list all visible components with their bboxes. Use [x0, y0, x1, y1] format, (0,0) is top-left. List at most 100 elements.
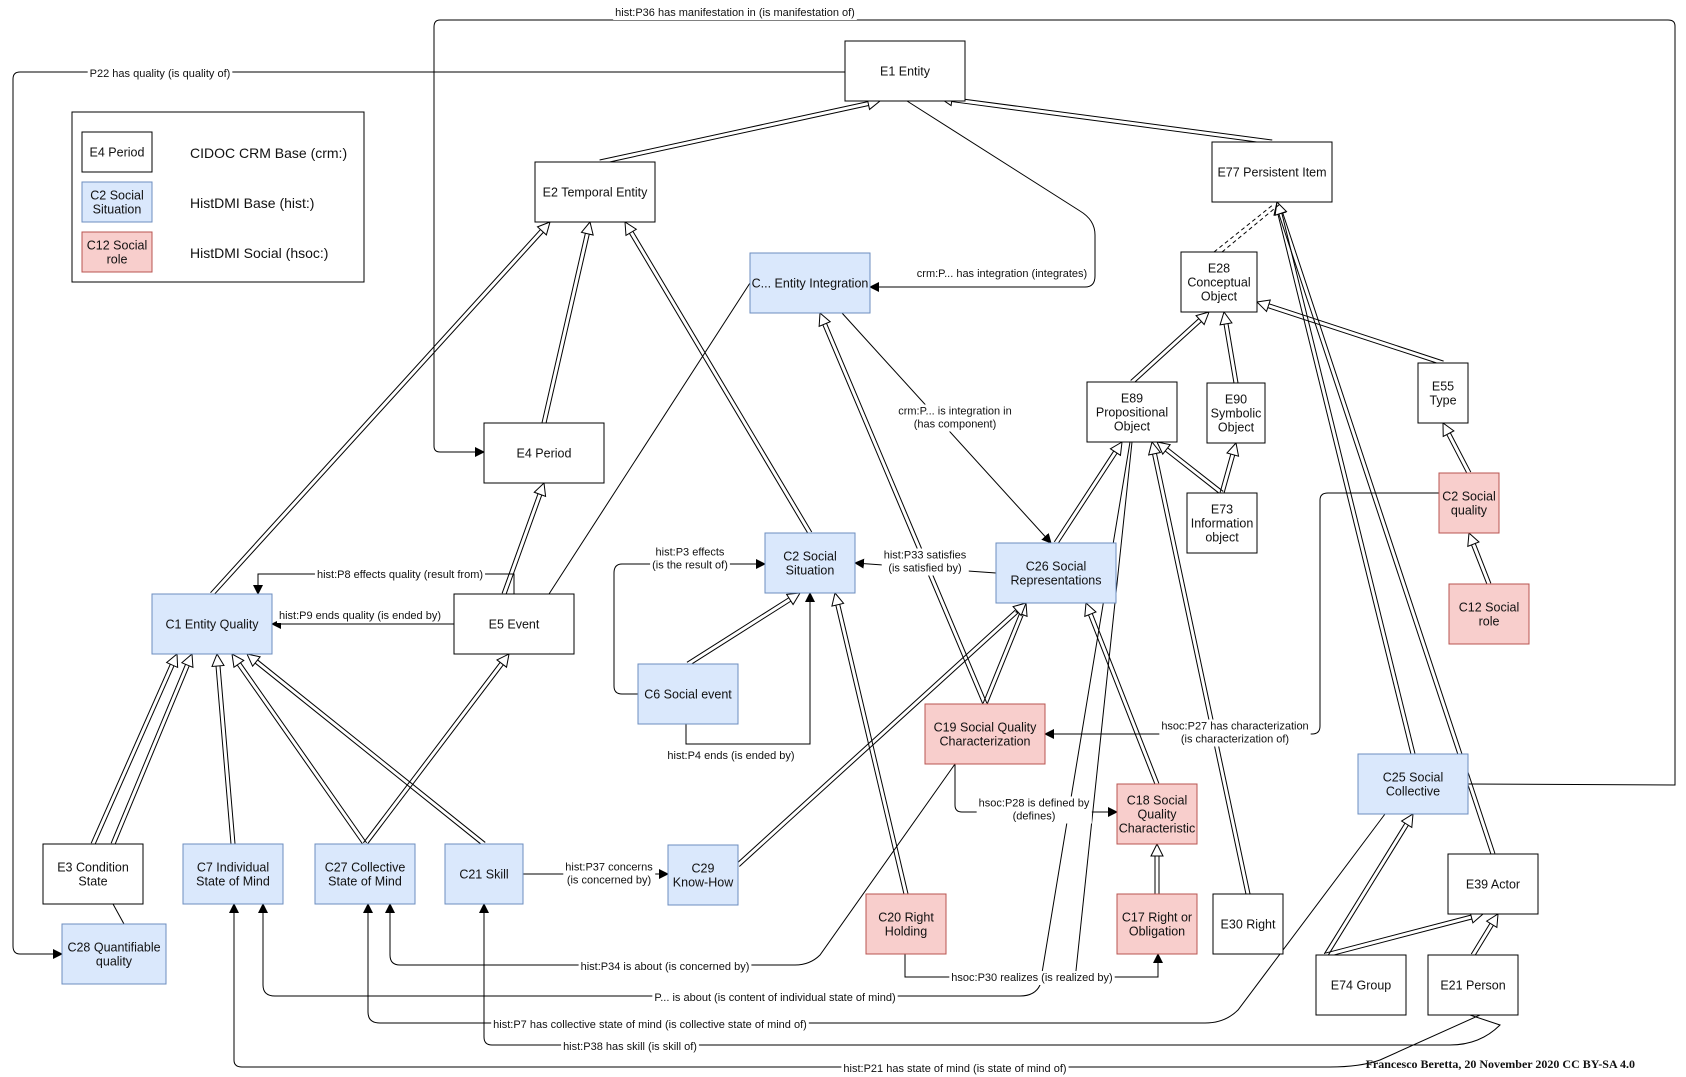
- node-label: E77 Persistent Item: [1217, 166, 1326, 180]
- inheritance-C18: [1086, 603, 1160, 785]
- relation-P28: [954, 764, 1118, 817]
- legend-label: HistDMI Social (hsoc:): [190, 245, 328, 261]
- node-E39[interactable]: E39 Actor: [1447, 853, 1539, 915]
- edge-label-P28: hsoc:P28 is defined by(defines): [979, 798, 1090, 823]
- edge-label-background: [314, 568, 486, 582]
- legend-box-text: E4 Period: [90, 146, 145, 160]
- node-C6[interactable]: C6 Social event: [637, 663, 739, 725]
- edge-label-P30: hsoc:P30 realizes (is realized by): [951, 972, 1112, 984]
- inheritance-E21: [1470, 914, 1498, 957]
- relation-Pint: [869, 100, 1096, 292]
- relation-P22: [12, 71, 845, 959]
- edge-label-background: [87, 67, 233, 81]
- node-E1[interactable]: E1 Entity: [844, 40, 966, 102]
- credit-text: Francesco Beretta, 20 November 2020 CC B…: [1366, 1057, 1635, 1071]
- node-E74[interactable]: E74 Group: [1315, 954, 1407, 1016]
- inheritance-C27b: [363, 654, 509, 846]
- inheritance-C2sq: [1443, 423, 1472, 475]
- node-C21[interactable]: C21 Skill: [444, 843, 524, 905]
- relation-P36: [433, 19, 1676, 786]
- node-label: C6 Social event: [644, 688, 732, 702]
- node-label: C1 Entity Quality: [165, 618, 259, 632]
- edge-label-P3: hist:P3 effects(is the result of): [652, 547, 728, 572]
- node-E2[interactable]: E2 Temporal Entity: [534, 161, 656, 223]
- inheritance-C12: [1469, 533, 1492, 585]
- node-label: E1 Entity: [880, 65, 931, 79]
- dashed-link-E28-E77: [1213, 203, 1281, 253]
- inheritance-E5: [501, 483, 544, 595]
- inheritance-E73b: [1219, 443, 1236, 494]
- node-label: C... Entity Integration: [752, 277, 869, 291]
- edge-label-P8: hist:P8 effects quality (result from): [317, 569, 483, 581]
- edge-label-background: [665, 749, 797, 763]
- node-E77[interactable]: E77 Persistent Item: [1211, 141, 1333, 203]
- relation-P3: [613, 559, 766, 695]
- edge-label-background: [561, 1040, 699, 1054]
- node-E4[interactable]: E4 Period: [483, 422, 605, 484]
- node-CEI[interactable]: C... Entity Integration: [749, 252, 871, 314]
- inheritance-E89: [1130, 312, 1209, 384]
- node-label: E30 Right: [1221, 918, 1276, 932]
- inheritance-C25: [1277, 202, 1416, 755]
- inheritance-E4: [541, 222, 590, 424]
- edge-label-Pint: crm:P... has integration (integrates): [917, 268, 1087, 280]
- inheritance-C1: [210, 222, 550, 596]
- node-C1[interactable]: C1 Entity Quality: [151, 593, 273, 655]
- legend-label: CIDOC CRM Base (crm:): [190, 145, 347, 161]
- edge-label-Pintin: crm:P... is integration in(has component…: [898, 406, 1012, 431]
- edge-label-background: [881, 548, 969, 576]
- edge-label-background: [276, 609, 444, 623]
- inheritance-E2: [599, 101, 880, 165]
- inheritance-E30: [1152, 442, 1251, 895]
- edge-label-Pabout: P... is about (is content of individual …: [654, 992, 895, 1004]
- inheritance-C19b: [982, 603, 1026, 705]
- edge-label-P36: hist:P36 has manifestation in (is manife…: [615, 7, 855, 19]
- edge-labels-layer: hist:P36 has manifestation in (is manife…: [87, 6, 1311, 1076]
- inheritance-E3a: [90, 654, 177, 846]
- node-E21[interactable]: E21 Person: [1427, 954, 1519, 1016]
- legend-label: HistDMI Base (hist:): [190, 195, 314, 211]
- edge-label-background: [613, 6, 857, 20]
- node-E5[interactable]: E5 Event: [453, 593, 575, 655]
- edge-label-background: [841, 1062, 1069, 1076]
- edge-label-background: [650, 545, 730, 573]
- edge-label-background: [1159, 719, 1311, 747]
- inheritance-C29: [736, 603, 1026, 867]
- relation-P27: [1044, 492, 1439, 739]
- node-E30[interactable]: E30 Right: [1212, 893, 1284, 955]
- relation-Pabout: [258, 441, 1131, 997]
